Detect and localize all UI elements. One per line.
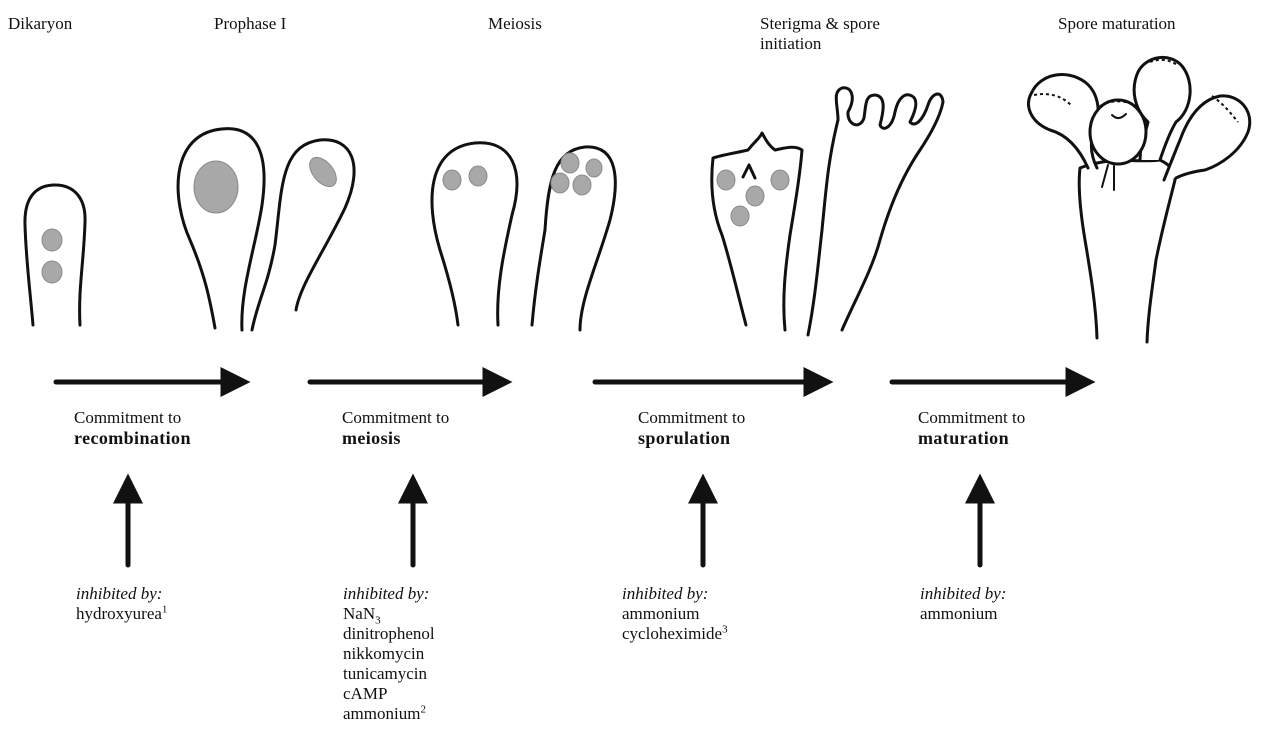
- nucleus: [42, 229, 62, 251]
- nucleus: [469, 166, 487, 186]
- commitment-stage: maturation: [918, 428, 1025, 448]
- commitment-stage: sporulation: [638, 428, 745, 448]
- commitment-meiosis: Commitment to meiosis: [342, 408, 449, 448]
- inhibitor-item: ammonium2: [343, 704, 435, 724]
- inhibitor-item: cycloheximide3: [622, 624, 728, 644]
- inhibitor-arrows: [128, 486, 980, 565]
- nucleus: [717, 170, 735, 190]
- inhibitor-item: NaN3: [343, 604, 435, 624]
- spore: [1090, 100, 1146, 164]
- commitment-stage: recombination: [74, 428, 191, 448]
- nucleus: [443, 170, 461, 190]
- nucleus: [731, 206, 749, 226]
- nucleus: [42, 261, 62, 283]
- inhibitor-item: nikkomycin: [343, 644, 435, 664]
- commitment-maturation: Commitment to maturation: [918, 408, 1025, 448]
- commitment-stage: meiosis: [342, 428, 449, 448]
- inhibitor-list-meiosis: inhibited by: NaN3 dinitrophenol nikkomy…: [343, 584, 435, 724]
- inhibited-by-label: inhibited by:: [920, 584, 1006, 604]
- commitment-sporulation: Commitment to sporulation: [638, 408, 745, 448]
- inhibitor-list-maturation: inhibited by: ammonium: [920, 584, 1006, 624]
- commitment-prefix: Commitment to: [918, 408, 1025, 428]
- inhibitor-list-recombination: inhibited by: hydroxyurea1: [76, 584, 167, 624]
- commitment-prefix: Commitment to: [74, 408, 191, 428]
- inhibitor-item: dinitrophenol: [343, 624, 435, 644]
- inhibitor-list-sporulation: inhibited by: ammonium cycloheximide3: [622, 584, 728, 644]
- nucleus: [194, 161, 238, 213]
- dikaryon-cell: [25, 185, 85, 325]
- inhibited-by-label: inhibited by:: [343, 584, 435, 604]
- inhibited-by-label: inhibited by:: [76, 584, 167, 604]
- inhibitor-item: cAMP: [343, 684, 435, 704]
- inhibited-by-label: inhibited by:: [622, 584, 728, 604]
- nucleus: [551, 173, 569, 193]
- nucleus: [771, 170, 789, 190]
- meiosis-cells: [432, 143, 615, 330]
- nucleus: [746, 186, 764, 206]
- prophase-cells: [178, 129, 354, 330]
- commitment-recombination: Commitment to recombination: [74, 408, 191, 448]
- commitment-prefix: Commitment to: [342, 408, 449, 428]
- nucleus: [573, 175, 591, 195]
- spore-maturation-cell: [1029, 57, 1250, 342]
- nucleus: [586, 159, 602, 177]
- inhibitor-item: ammonium: [622, 604, 728, 624]
- sterigma-cells: [712, 88, 943, 335]
- commitment-prefix: Commitment to: [638, 408, 745, 428]
- inhibitor-item: hydroxyurea1: [76, 604, 167, 624]
- inhibitor-item: tunicamycin: [343, 664, 435, 684]
- nucleus: [561, 153, 579, 173]
- inhibitor-item: ammonium: [920, 604, 1006, 624]
